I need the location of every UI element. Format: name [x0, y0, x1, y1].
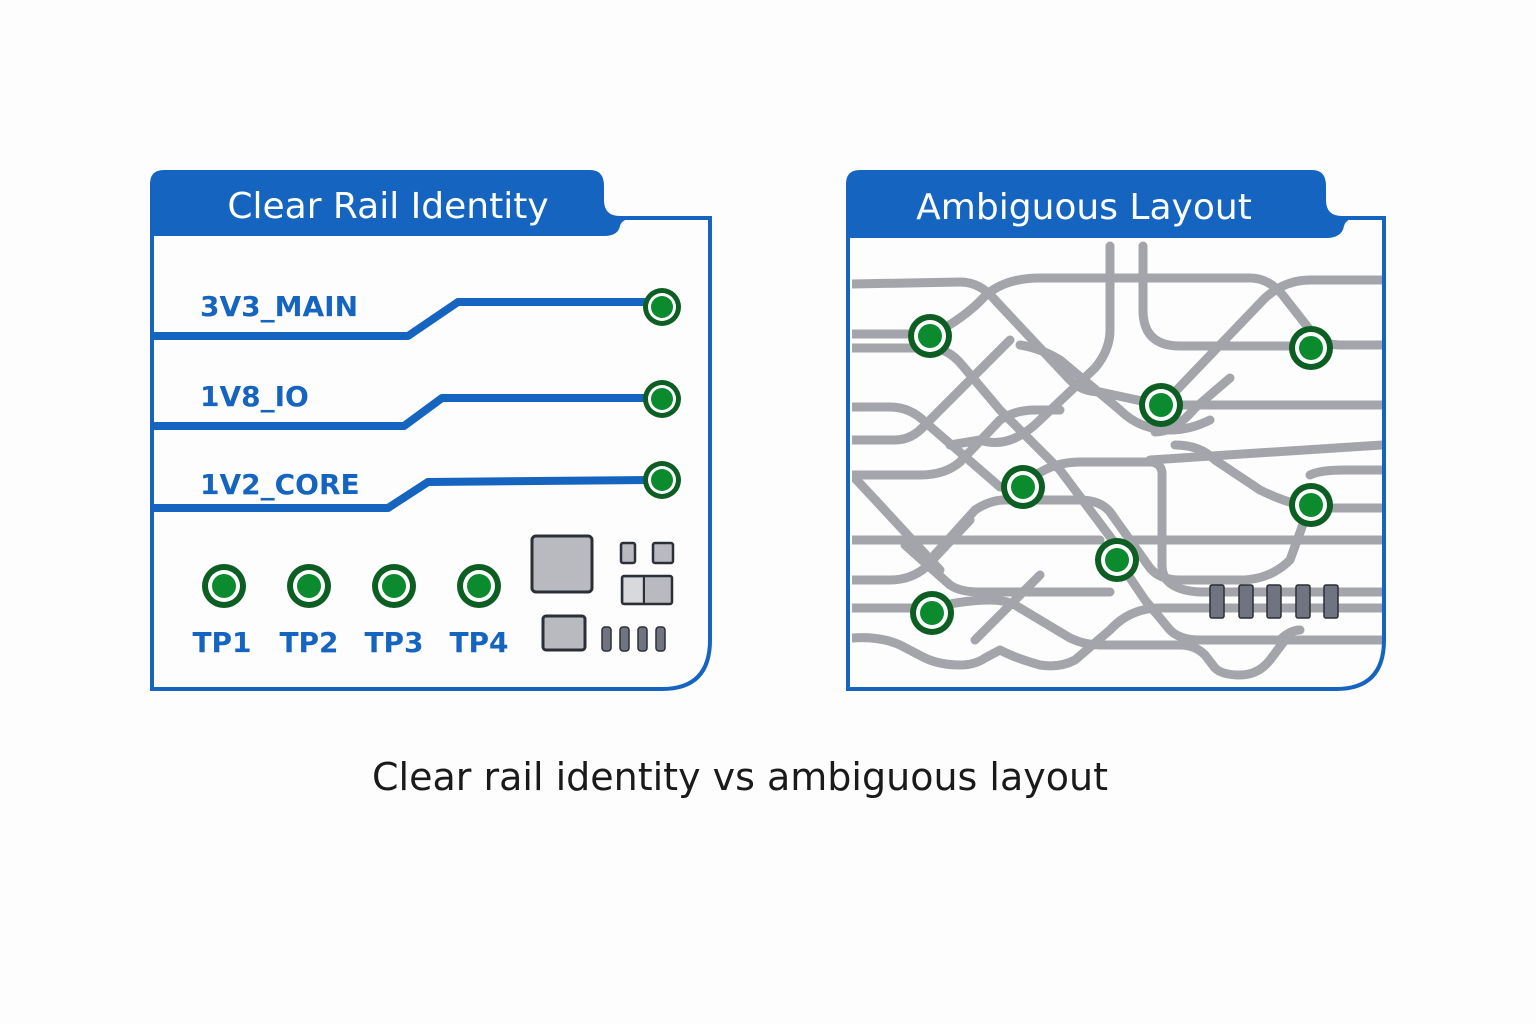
test-point-label: TP4 [449, 626, 508, 659]
trace [1275, 625, 1305, 645]
right-panel-header [846, 170, 1362, 238]
test-pad[interactable] [1001, 465, 1045, 509]
trace [900, 540, 1115, 597]
test-point-tp4[interactable]: TP4 [449, 564, 509, 659]
right-panel: Ambiguous Layout [846, 170, 1386, 691]
smd-component [651, 541, 675, 565]
test-point-tp3[interactable]: TP3 [364, 564, 424, 659]
left-panel-frame [150, 195, 712, 691]
trace [1305, 465, 1382, 480]
resistor-array-pin [637, 626, 648, 652]
ambiguous-pads [908, 314, 1333, 635]
test-point-label: TP3 [364, 626, 423, 659]
trace [852, 603, 1382, 671]
trace [1015, 340, 1215, 435]
trace [852, 405, 1065, 480]
smd-component [619, 541, 637, 565]
test-pad[interactable] [1139, 383, 1183, 427]
ic-chip [530, 534, 594, 594]
left-panel-header [150, 170, 640, 236]
trace [1167, 275, 1382, 400]
test-pad[interactable] [643, 461, 681, 499]
test-pad[interactable] [908, 314, 952, 358]
right-panel-frame [846, 195, 1386, 691]
trace [852, 335, 1015, 445]
resistor-array-pin [619, 626, 630, 652]
test-pad[interactable] [1289, 483, 1333, 527]
test-pad[interactable] [643, 380, 681, 418]
test-point-label: TP2 [279, 626, 338, 659]
trace [1170, 440, 1305, 510]
rail-label: 1V8_IO [200, 380, 309, 413]
resistor-array-pin [655, 626, 666, 652]
test-pad[interactable] [1289, 326, 1333, 370]
trace [1157, 540, 1382, 597]
rail-3v3-main: 3V3_MAIN [154, 288, 681, 340]
test-pad[interactable] [910, 591, 954, 635]
left-panel-title: Clear Rail Identity [227, 186, 548, 227]
trace [1138, 241, 1317, 351]
components-cluster [530, 534, 675, 652]
resistor-array-pin [601, 626, 612, 652]
left-panel: Clear Rail Identity 3V3_MAIN 1V8_IO 1V2_… [150, 170, 712, 691]
trace [1145, 440, 1382, 465]
trace [1150, 373, 1235, 437]
rail-1v8-io: 1V8_IO [154, 380, 681, 430]
test-pad[interactable] [1095, 538, 1139, 582]
connector-pins [1209, 584, 1339, 619]
rail-label: 3V3_MAIN [200, 290, 358, 323]
figure-caption: Clear rail identity vs ambiguous layout [372, 755, 1108, 799]
trace [970, 570, 1045, 645]
smd-component [541, 614, 587, 652]
test-point-label: TP1 [192, 626, 251, 659]
trace [1019, 457, 1167, 565]
trace [852, 470, 945, 575]
test-pad[interactable] [643, 288, 681, 326]
right-panel-title: Ambiguous Layout [916, 187, 1252, 228]
test-point-tp1[interactable]: TP1 [192, 564, 252, 659]
rail-1v2-core: 1V2_CORE [154, 461, 681, 512]
ambiguous-traces [852, 241, 1382, 680]
trace [945, 241, 1115, 450]
rail-label: 1V2_CORE [200, 468, 360, 501]
test-point-tp2[interactable]: TP2 [279, 564, 339, 659]
trace [1113, 555, 1382, 645]
